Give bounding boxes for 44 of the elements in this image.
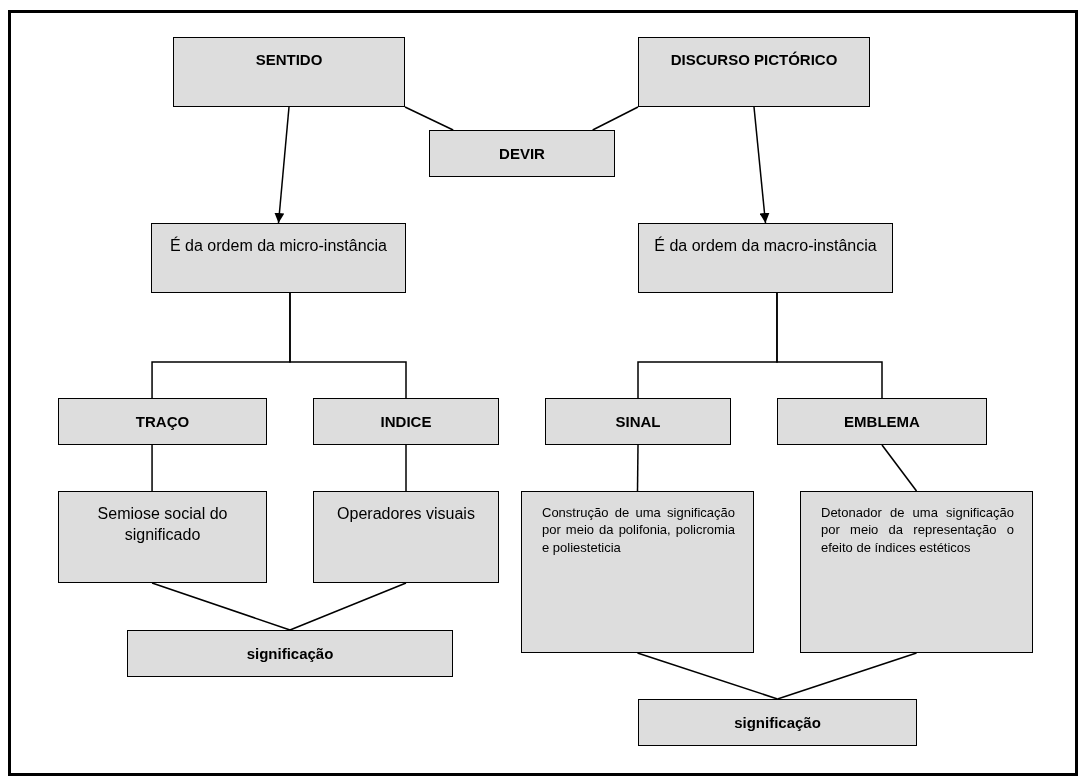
- concept-box: [521, 491, 754, 653]
- arrow: [753, 106, 770, 224]
- box-label: INDICE: [380, 411, 432, 432]
- connector-line: [289, 582, 407, 631]
- box-label: TRAÇO: [135, 411, 190, 432]
- concept-box: [638, 223, 893, 293]
- box-label: Semiose social do significado: [96, 504, 229, 545]
- concept-box: [151, 223, 406, 293]
- box-label: Operadores visuais: [337, 504, 475, 524]
- concept-box: [800, 491, 1033, 653]
- box-label: significação: [734, 712, 821, 733]
- connector-line: [636, 444, 639, 492]
- arrow: [274, 106, 290, 224]
- box-label: SINAL: [615, 411, 661, 432]
- concept-box: [313, 491, 499, 583]
- concept-box: [313, 398, 499, 445]
- box-label: É da ordem da micro-instância: [170, 236, 387, 256]
- connector-line: [636, 652, 779, 700]
- concept-box: [58, 491, 267, 583]
- concept-box: [173, 37, 405, 107]
- box-label: DEVIR: [499, 143, 545, 164]
- connector-line: [881, 444, 918, 492]
- concept-box: [777, 398, 987, 445]
- connector-line: [776, 292, 883, 399]
- concept-box: [638, 37, 870, 107]
- box-label: SENTIDO: [255, 50, 323, 70]
- box-label: EMBLEMA: [844, 411, 920, 432]
- box-label: Detonador de uma significação por meio da representação o efeito de índices estéticos: [821, 504, 1014, 556]
- connector-line: [405, 444, 407, 492]
- concept-box: [429, 130, 615, 177]
- connector-line: [776, 652, 918, 700]
- box-label: É da ordem da macro-instância: [654, 236, 877, 256]
- concept-box: [638, 699, 917, 746]
- box-label: Construção de uma significação por meio da polifonia, policromia e poliesteticia: [542, 504, 735, 556]
- connector-line: [151, 582, 291, 631]
- connector-line: [404, 106, 454, 131]
- box-label: DISCURSO PICTÓRICO: [670, 50, 838, 70]
- connector-line: [151, 444, 153, 492]
- concept-box: [127, 630, 453, 677]
- connector-line: [289, 292, 407, 399]
- concept-box: [545, 398, 731, 445]
- connector-line: [591, 106, 639, 131]
- concept-box: [58, 398, 267, 445]
- box-label: significação: [246, 643, 334, 664]
